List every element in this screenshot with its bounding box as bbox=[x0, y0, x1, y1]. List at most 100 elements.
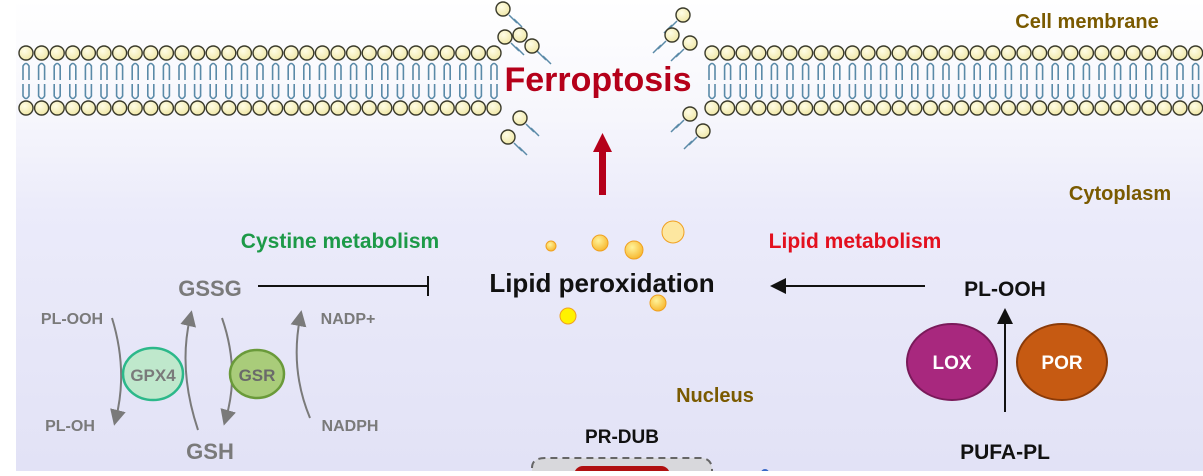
lipid-head bbox=[704, 45, 720, 61]
lipid-head bbox=[1141, 100, 1157, 116]
nadph-label: NADPH bbox=[322, 418, 379, 435]
nadp-plus-label: NADP+ bbox=[321, 311, 376, 328]
lipid-head bbox=[283, 45, 299, 61]
lipid-head bbox=[470, 45, 487, 61]
lipid-head bbox=[735, 100, 751, 116]
lipid-head bbox=[236, 45, 253, 61]
bubble bbox=[545, 240, 557, 252]
gsh-label: GSH bbox=[186, 439, 234, 464]
cytoplasm-label: Cytoplasm bbox=[1069, 183, 1171, 205]
lipid-head bbox=[682, 106, 698, 122]
red-up-arrow bbox=[593, 133, 612, 195]
lipid-head bbox=[377, 100, 393, 116]
lipid-head bbox=[423, 100, 440, 116]
lipid-head bbox=[408, 100, 424, 116]
cycle-pl-ooh-label: PL-OOH bbox=[41, 311, 103, 328]
lipid-head bbox=[158, 45, 175, 61]
lipid-head bbox=[704, 100, 720, 116]
lipid-head bbox=[1047, 45, 1063, 61]
gsr-label: GSR bbox=[239, 366, 276, 385]
lipid-head bbox=[875, 45, 892, 61]
lipid-head bbox=[953, 45, 970, 61]
lipid-head bbox=[524, 38, 540, 54]
lipid-head bbox=[330, 100, 346, 116]
lipid-head bbox=[1078, 45, 1095, 61]
lipid-head bbox=[252, 100, 268, 116]
lipid-head bbox=[782, 45, 798, 61]
lipid-head bbox=[1141, 45, 1157, 61]
lipid-head bbox=[495, 1, 511, 17]
pr-dub-label: PR-DUB bbox=[585, 427, 659, 448]
pl-oh-label: PL-OH bbox=[45, 418, 95, 435]
pl-ooh-label: PL-OOH bbox=[964, 278, 1046, 301]
lipid-head bbox=[189, 45, 206, 61]
cell-membrane-label: Cell membrane bbox=[1015, 11, 1158, 33]
lipid-head bbox=[891, 45, 907, 61]
lipid-head bbox=[844, 100, 861, 116]
bubble bbox=[661, 220, 685, 244]
lipid-head bbox=[829, 45, 845, 61]
lipid-head bbox=[158, 100, 175, 116]
lox-label: LOX bbox=[932, 353, 971, 374]
lipid-head bbox=[236, 100, 253, 116]
lipid-head bbox=[96, 45, 112, 61]
lipid-head bbox=[1047, 100, 1063, 116]
lipid-head bbox=[361, 45, 377, 61]
lipid-head bbox=[1125, 45, 1141, 61]
lipid-head bbox=[65, 100, 81, 116]
lipid-head bbox=[766, 100, 783, 116]
lipid-head bbox=[221, 45, 237, 61]
lipid-head bbox=[439, 45, 455, 61]
lipid-head bbox=[1063, 45, 1079, 61]
lipid-head bbox=[1031, 45, 1048, 61]
lipid-head bbox=[174, 45, 190, 61]
lipid-head bbox=[953, 100, 970, 116]
lipid-head bbox=[33, 100, 50, 116]
lipid-head bbox=[267, 100, 284, 116]
lipid-head bbox=[1063, 100, 1079, 116]
lipid-head bbox=[938, 45, 954, 61]
lipid-head bbox=[408, 45, 424, 61]
lipid-head bbox=[1172, 100, 1188, 116]
lipid-head bbox=[922, 45, 939, 61]
lipid-head bbox=[682, 35, 698, 51]
bubble bbox=[649, 294, 667, 312]
lipid-head bbox=[377, 45, 393, 61]
lipid-head bbox=[1109, 45, 1126, 61]
lipid-head bbox=[922, 100, 939, 116]
lipid-head bbox=[455, 45, 471, 61]
lipid-head bbox=[512, 27, 528, 43]
lipid-head bbox=[283, 100, 299, 116]
lipid-head bbox=[664, 27, 680, 43]
cystine-metabolism-label: Cystine metabolism bbox=[241, 230, 439, 253]
lipid-head bbox=[719, 100, 736, 116]
lipid-head bbox=[96, 100, 112, 116]
lipid-head bbox=[392, 100, 409, 116]
lipid-head bbox=[127, 100, 143, 116]
gssg-label: GSSG bbox=[178, 276, 242, 301]
pufa-pl-label: PUFA-PL bbox=[960, 441, 1050, 464]
lipid-head bbox=[299, 100, 315, 116]
lipid-head bbox=[751, 100, 767, 116]
lipid-head bbox=[860, 100, 876, 116]
lipid-head bbox=[891, 100, 907, 116]
lipid-head bbox=[1187, 100, 1203, 116]
lipid-head bbox=[18, 100, 34, 116]
lipid-head bbox=[252, 45, 268, 61]
lipid-head bbox=[33, 45, 50, 61]
por-label: POR bbox=[1041, 353, 1082, 374]
lipid-head bbox=[969, 100, 985, 116]
lipid-head bbox=[985, 100, 1001, 116]
lipid-head bbox=[766, 45, 783, 61]
lipid-head bbox=[500, 129, 516, 145]
lipid-metabolism-label: Lipid metabolism bbox=[769, 230, 942, 253]
lipid-head bbox=[205, 45, 221, 61]
lipid-head bbox=[314, 100, 331, 116]
lipid-head bbox=[938, 100, 954, 116]
lipid-head bbox=[1078, 100, 1095, 116]
lipid-head bbox=[111, 100, 128, 116]
lipid-head bbox=[455, 100, 471, 116]
lipid-head bbox=[1172, 45, 1188, 61]
lipid-head bbox=[735, 45, 751, 61]
